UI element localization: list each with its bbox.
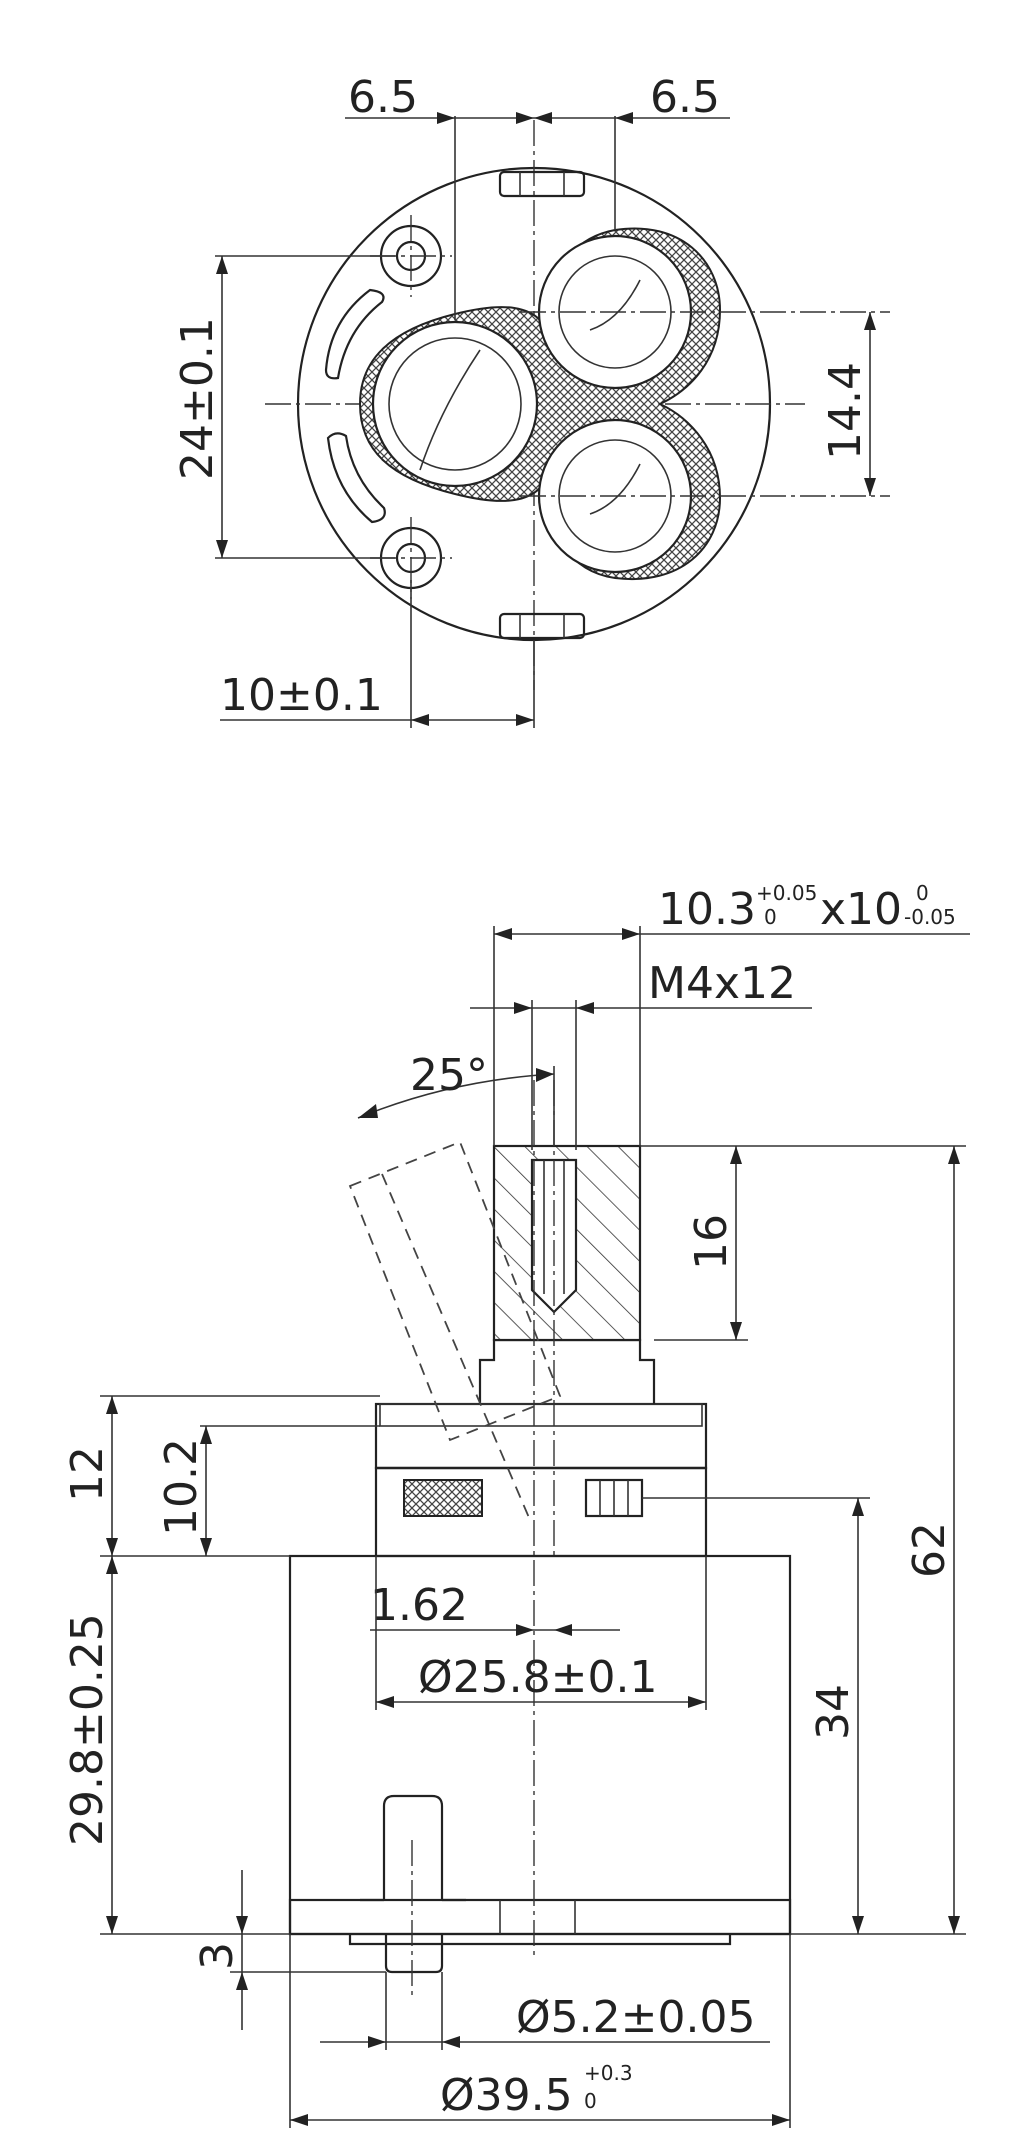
stem-base bbox=[478, 1338, 656, 1404]
dim-body-diameter: Ø39.5 +0.3 0 bbox=[289, 1934, 791, 2128]
dim-stem-size: 10.3 +0.05 0 x10 0 -0.05 bbox=[493, 881, 970, 1146]
outlet-port bbox=[371, 320, 539, 488]
dim-right-spacing-label: 6.5 bbox=[650, 72, 720, 123]
dim-body-height-label: 29.8±0.25 bbox=[62, 1613, 113, 1846]
dim-stem-size2-tol-lower: -0.05 bbox=[904, 905, 956, 929]
dim-bolt-spacing: 24±0.1 bbox=[172, 255, 395, 559]
dim-thread-label: M4x12 bbox=[648, 958, 796, 1009]
dim-cap-height-label: 12 bbox=[62, 1446, 113, 1502]
dim-body-height: 29.8±0.25 bbox=[62, 1556, 290, 1935]
dim-bolt-spacing-label: 24±0.1 bbox=[172, 317, 223, 480]
cap bbox=[374, 1402, 708, 1470]
dim-pin-height-label: 3 bbox=[192, 1942, 243, 1970]
dim-thread: M4x12 bbox=[470, 958, 812, 1150]
dim-pin-diameter-label: Ø5.2±0.05 bbox=[516, 1992, 755, 2043]
cartridge-body bbox=[288, 1554, 792, 1936]
dim-cap-diameter: Ø25.8±0.1 bbox=[375, 1556, 707, 1710]
dim-bolt-offset: 10±0.1 bbox=[220, 580, 535, 728]
dim-left-spacing-label: 6.5 bbox=[348, 72, 418, 123]
upper-kidney-slot bbox=[324, 288, 385, 380]
dim-cap-diameter-label: Ø25.8±0.1 bbox=[418, 1652, 657, 1703]
dim-top-spacing: 6.5 6.5 bbox=[345, 72, 730, 320]
dim-pin-diameter: Ø5.2±0.05 bbox=[320, 1972, 770, 2050]
dim-total-height-label: 62 bbox=[904, 1522, 955, 1578]
dim-cap-height: 12 bbox=[62, 1395, 380, 1557]
dim-port-spacing-label: 14.4 bbox=[820, 362, 871, 460]
dim-angle-label: 25° bbox=[410, 1050, 488, 1101]
dim-body-diameter-tol-upper: +0.3 bbox=[584, 2061, 633, 2085]
tilted-stem-outline bbox=[348, 1140, 562, 1442]
dim-offset-label: 1.62 bbox=[370, 1580, 468, 1631]
dim-body-diameter-label: Ø39.5 bbox=[440, 2070, 573, 2121]
side-view: 10.3 +0.05 0 x10 0 -0.05 M4x12 25° bbox=[62, 881, 970, 2128]
dim-cap-inner-label: 10.2 bbox=[156, 1438, 207, 1536]
dim-angle: 25° bbox=[357, 1050, 555, 1146]
top-slot bbox=[498, 170, 586, 198]
dim-stem-size-tol-upper: +0.05 bbox=[756, 881, 817, 905]
dim-stem-height-label: 16 bbox=[686, 1214, 737, 1270]
dim-body-diameter-tol-lower: 0 bbox=[584, 2089, 597, 2113]
locating-pin bbox=[384, 1934, 444, 1974]
bottom-slot bbox=[498, 612, 586, 640]
dim-port-spacing: 14.4 bbox=[820, 312, 876, 496]
dim-base-height: 34 bbox=[642, 1497, 870, 1934]
dim-stem-height: 16 bbox=[640, 1145, 748, 1341]
dim-stem-size-x-label: x10 bbox=[820, 884, 902, 935]
dim-total-height: 62 bbox=[748, 1145, 966, 1935]
gear-left bbox=[403, 1479, 483, 1517]
dim-cap-inner: 10.2 bbox=[156, 1425, 380, 1556]
body-tab bbox=[360, 1794, 466, 1902]
base-plate bbox=[288, 1898, 792, 1936]
dim-base-height-label: 34 bbox=[808, 1684, 859, 1740]
dim-stem-size2-tol-upper: 0 bbox=[916, 881, 929, 905]
top-view: 6.5 6.5 24±0.1 14.4 10±0.1 bbox=[172, 72, 890, 728]
dim-pin-height: 3 bbox=[192, 1870, 386, 2030]
threaded-bore bbox=[530, 1158, 578, 1314]
lower-kidney-slot bbox=[326, 432, 386, 524]
dim-stem-size-label: 10.3 bbox=[658, 884, 756, 935]
dim-offset: 1.62 bbox=[370, 1580, 620, 1636]
dim-bolt-offset-label: 10±0.1 bbox=[220, 670, 383, 721]
dim-stem-size-tol-lower: 0 bbox=[764, 905, 777, 929]
